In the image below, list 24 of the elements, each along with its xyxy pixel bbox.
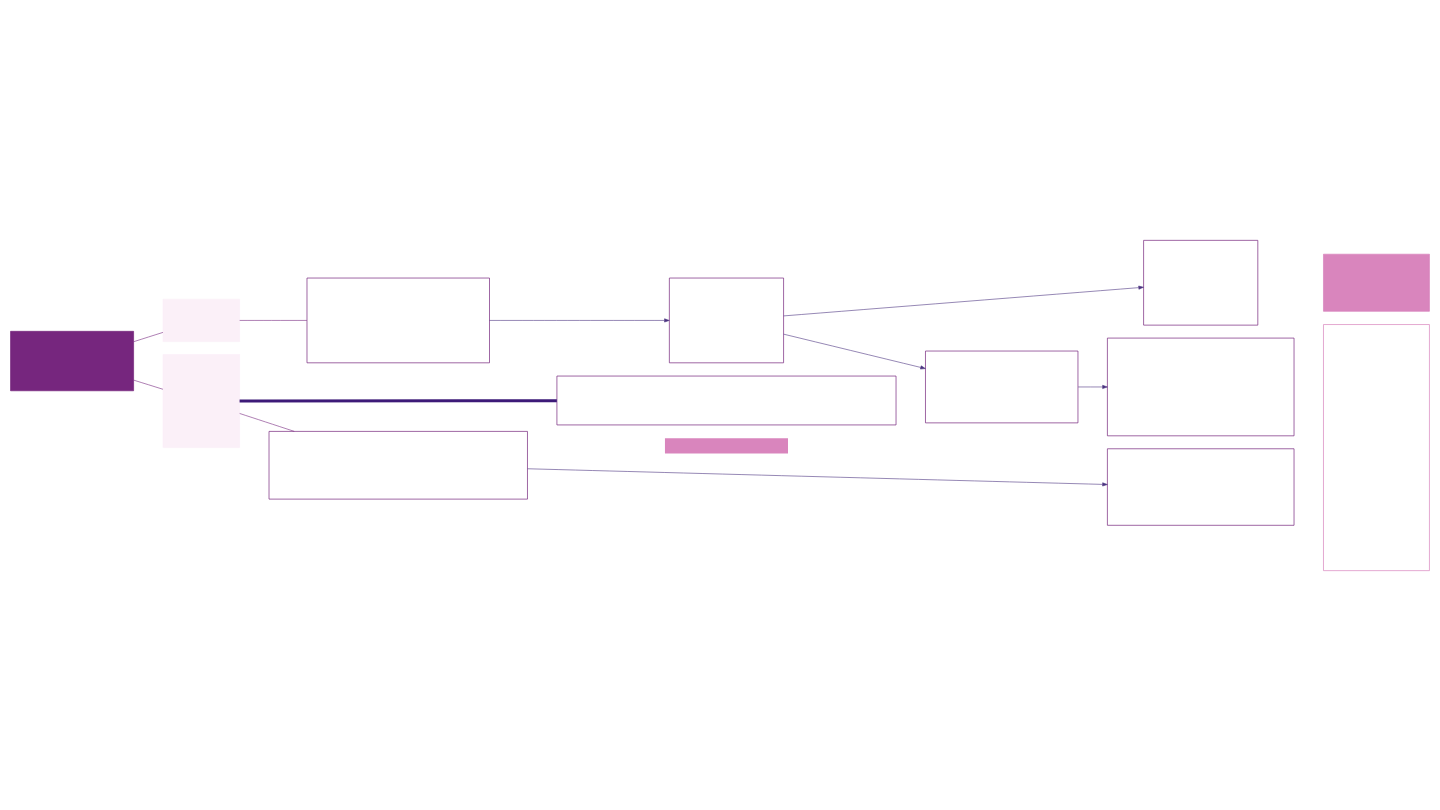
- node-box: [1323, 253, 1430, 312]
- node-box: [10, 330, 134, 391]
- node-bar: [664, 437, 788, 453]
- arrow: [783, 285, 1144, 316]
- arrow: [783, 333, 926, 369]
- node-box: [925, 350, 1079, 423]
- node-box: [1143, 239, 1259, 325]
- node-box: [306, 277, 490, 363]
- node-box: [556, 375, 897, 425]
- node-box: [1107, 447, 1295, 526]
- node-box: [1323, 323, 1430, 571]
- connector: [239, 398, 557, 402]
- node-box: [1107, 337, 1295, 436]
- arrow: [489, 318, 670, 322]
- connector: [133, 331, 164, 342]
- node-box: [669, 277, 784, 363]
- connector: [133, 379, 164, 390]
- arrow: [527, 467, 1108, 486]
- connector: [239, 319, 308, 321]
- node-box: [268, 430, 528, 499]
- arrow: [1077, 384, 1108, 389]
- node-box: [162, 298, 240, 342]
- connector: [239, 412, 295, 432]
- node-box: [162, 353, 240, 448]
